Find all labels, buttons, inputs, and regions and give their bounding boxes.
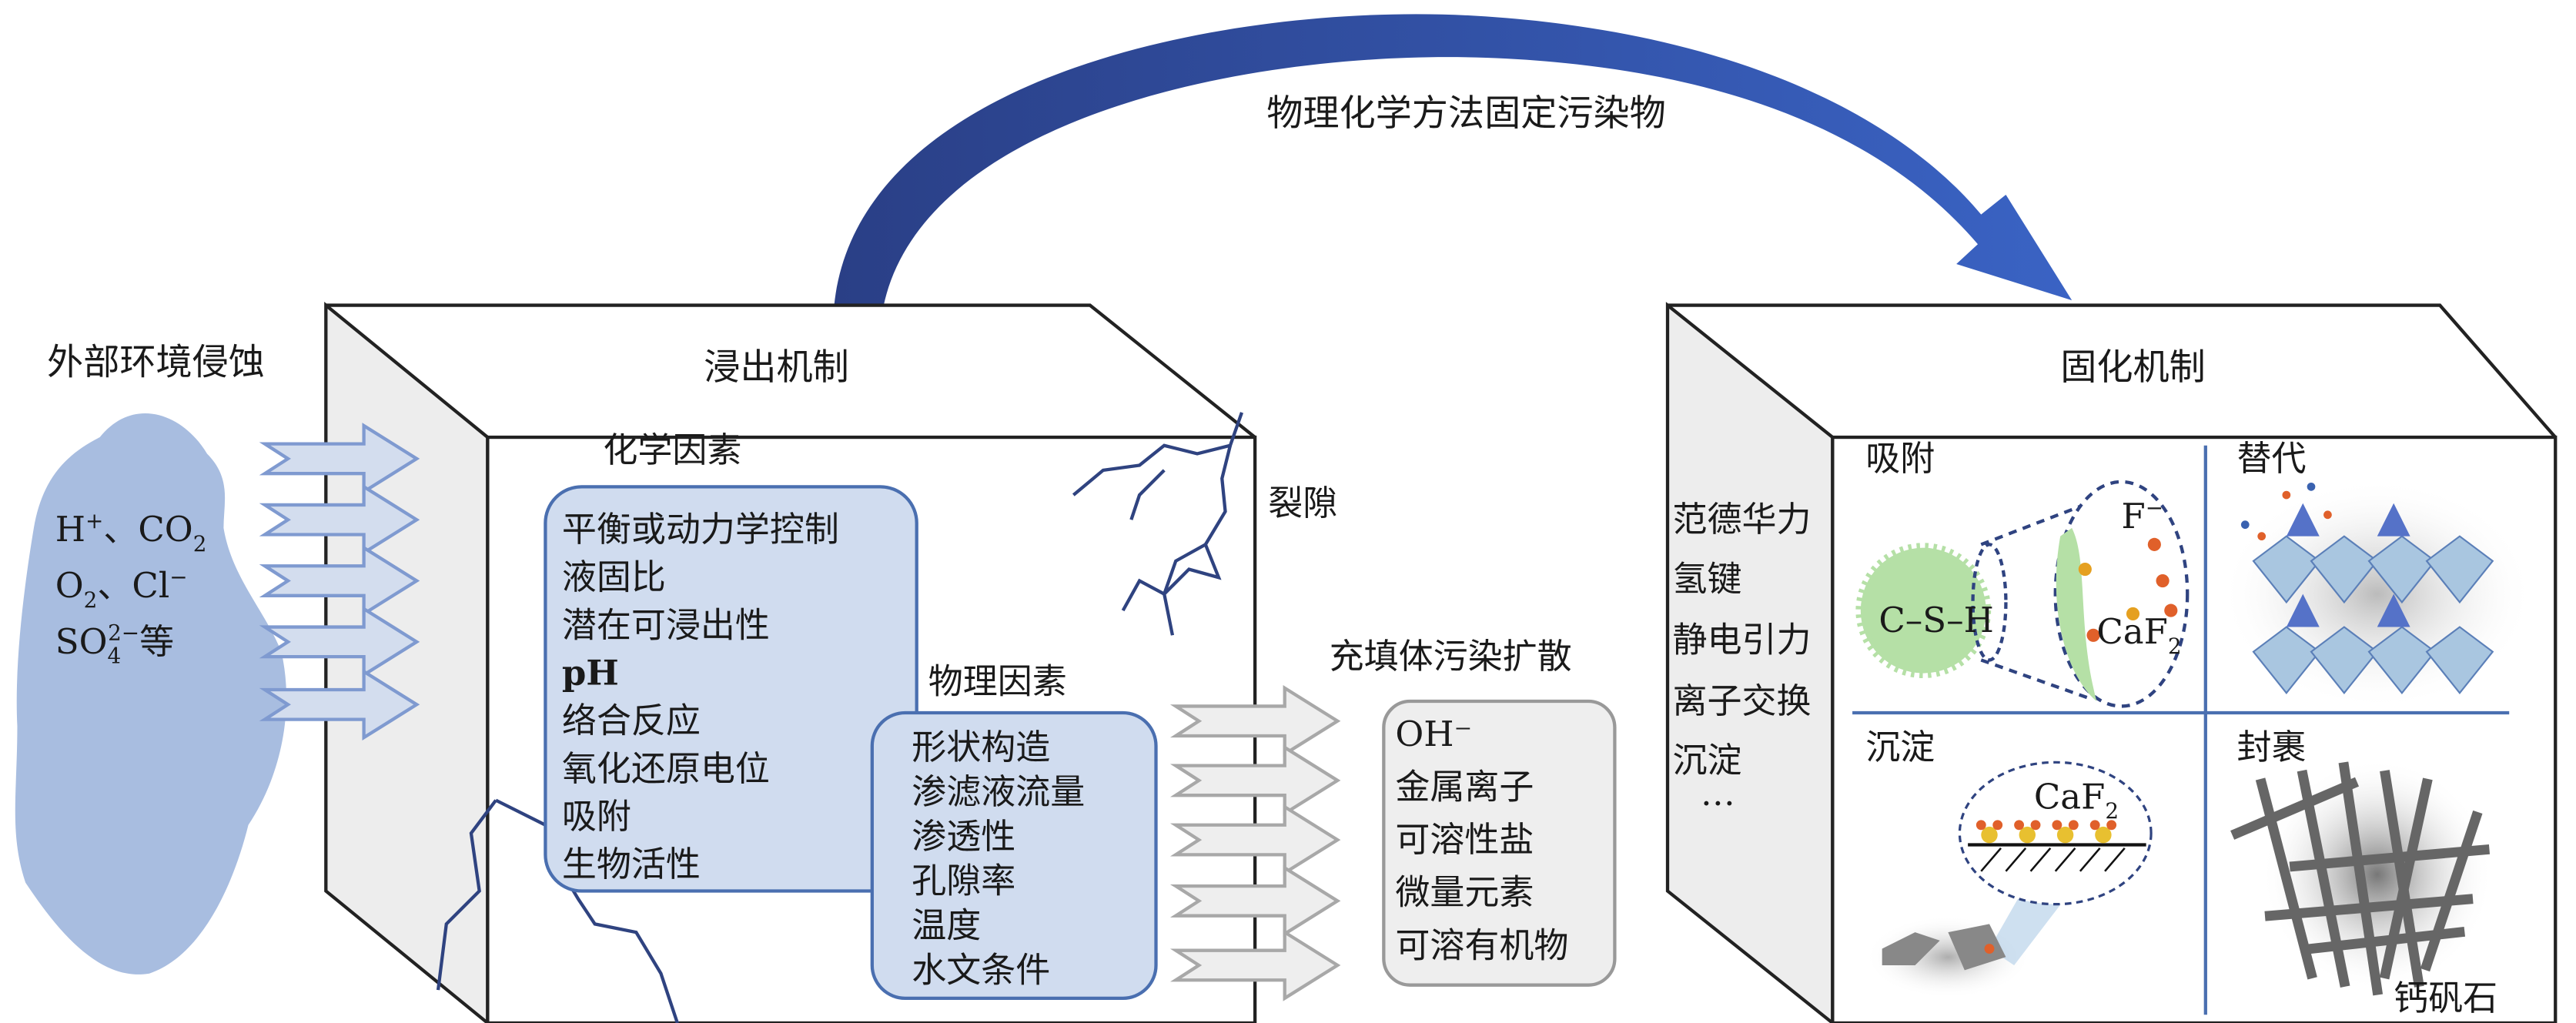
force-item: 氢键	[1672, 558, 1741, 599]
diffusion-item: 可溶有机物	[1395, 924, 1568, 965]
diffusion-box	[1382, 699, 1617, 987]
precipitation-illustration	[1865, 761, 2153, 998]
quadrant-precipitation-title: 沉淀	[1865, 727, 1935, 767]
force-item: 沉淀	[1672, 740, 1741, 781]
diffusion-title: 充填体污染扩散	[1330, 636, 1572, 677]
chemical-item: 潜在可浸出性	[562, 604, 770, 645]
arc-arrow	[834, 14, 2073, 306]
leaching-title: 浸出机制	[704, 346, 849, 389]
quadrant-encapsulation-title: 封裹	[2237, 727, 2307, 767]
csh-label: C–S–H	[1878, 600, 1994, 640]
solidification-title: 固化机制	[2060, 346, 2206, 389]
diffusion-item: 微量元素	[1395, 872, 1534, 913]
fluoride-ion-label: F−	[2121, 495, 2163, 537]
chemical-factor-list: 平衡或动力学控制 液固比 潜在可浸出性 pH 络合反应 氧化还原电位 吸附 生物…	[562, 509, 839, 884]
physical-title: 物理因素	[928, 660, 1067, 701]
force-item: 离子交换	[1672, 680, 1811, 721]
diffusion-list: OH⁻ 金属离子 可溶性盐 微量元素 可溶有机物	[1395, 714, 1568, 965]
chemical-item: 液固比	[562, 557, 666, 597]
erosion-cloud	[15, 413, 287, 975]
csh-particle-illustration	[1855, 480, 2190, 708]
crystal-structure-illustration	[2220, 478, 2534, 710]
chemical-factors-box	[544, 485, 918, 893]
caf2-label-adsorption: CaF2	[2096, 611, 2181, 659]
force-item: 静电引力	[1672, 620, 1811, 660]
chemical-item: 氧化还原电位	[562, 748, 770, 789]
physical-item: 渗透性	[912, 816, 1015, 857]
caf2-label-precipitation: CaF2	[2034, 776, 2119, 824]
quadrant-substitution-title: 替代	[2237, 438, 2307, 479]
chemical-item: 生物活性	[562, 844, 701, 884]
arc-label: 物理化学方法固定污染物	[1266, 92, 1666, 135]
force-item: …	[1701, 773, 1735, 814]
physical-item: 渗滤液流量	[912, 771, 1085, 812]
diffusion-item: OH⁻	[1395, 714, 1472, 754]
chemical-item: 络合反应	[562, 700, 701, 741]
chemical-item: 平衡或动力学控制	[562, 509, 839, 550]
ettringite-label: 钙矾石	[2394, 978, 2497, 1018]
ettringite-illustration	[2230, 759, 2493, 996]
erosion-arrows	[265, 426, 417, 737]
physical-factor-list: 形状构造 渗滤液流量 渗透性 孔隙率 温度 水文条件	[912, 727, 1085, 990]
chemical-title: 化学因素	[603, 430, 741, 470]
erosion-line-2: O2、Cl−	[55, 564, 188, 613]
quadrant-adsorption-title: 吸附	[1865, 438, 1935, 479]
physical-item: 温度	[912, 905, 981, 946]
diffusion-arrows	[1176, 688, 1337, 998]
binding-forces-list: 范德华力 氢键 静电引力 离子交换 沉淀 …	[1672, 499, 1811, 814]
chemical-item: pH	[562, 653, 619, 694]
chemical-item: 吸附	[562, 796, 631, 837]
crack-label: 裂隙	[1268, 483, 1337, 523]
physical-item: 孔隙率	[912, 861, 1015, 901]
erosion-line-1: H+、CO2	[55, 508, 207, 557]
erosion-line-3: SO42−等	[55, 620, 174, 669]
physical-item: 水文条件	[912, 949, 1050, 990]
diffusion-item: 可溶性盐	[1395, 819, 1534, 860]
force-item: 范德华力	[1672, 499, 1811, 540]
diffusion-item: 金属离子	[1395, 766, 1534, 807]
erosion-title: 外部环境侵蚀	[47, 342, 265, 384]
physical-factors-box	[870, 710, 1158, 1000]
physical-item: 形状构造	[912, 727, 1050, 767]
